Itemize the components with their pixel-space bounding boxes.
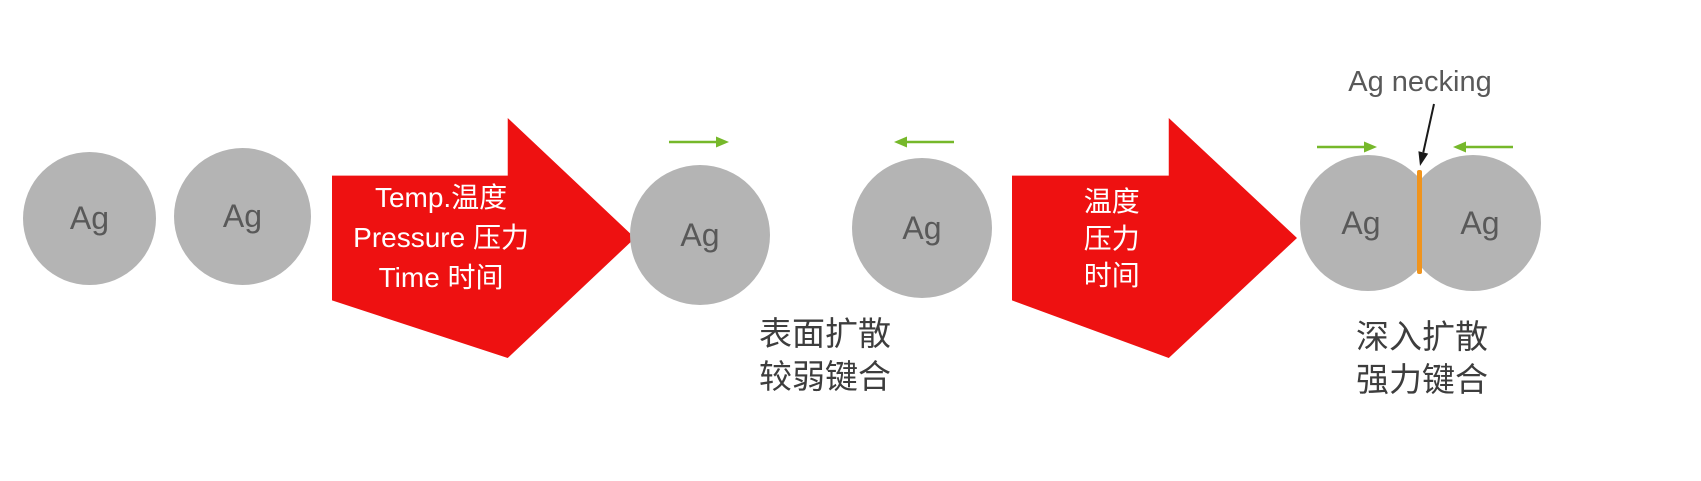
ag-particle-label: Ag: [680, 216, 720, 253]
ag-particle: Ag: [1405, 155, 1541, 291]
stage-caption: 深入扩散 强力键合: [1297, 315, 1547, 401]
process-condition-line: 压力: [1083, 222, 1140, 254]
process-conditions: Temp.温度 Pressure 压力 Time 时间: [338, 118, 544, 358]
process-condition-line: 温度: [1083, 185, 1140, 217]
ag-particle-label: Ag: [222, 198, 263, 234]
diffusion-arrow-right-icon: [669, 136, 729, 148]
caption-line: 表面扩散: [759, 315, 891, 352]
ag-particle-label: Ag: [1341, 204, 1381, 241]
process-condition-line: Time 时间: [378, 262, 504, 293]
caption-line: 深入扩散: [1356, 318, 1488, 355]
diffusion-arrow-left-icon: [894, 136, 954, 148]
process-condition-line: 时间: [1083, 259, 1140, 291]
caption-line: 强力键合: [1356, 361, 1488, 398]
ag-particle: Ag: [174, 148, 311, 285]
necking-line: [1417, 170, 1422, 274]
ag-particle-label: Ag: [902, 209, 942, 246]
process-arrow-2: 温度 压力 时间: [1012, 118, 1297, 358]
caption-line: 较弱键合: [759, 358, 891, 395]
ag-particle: Ag: [852, 158, 992, 298]
diffusion-arrow-right-icon: [1317, 141, 1377, 153]
ag-particle: Ag: [630, 165, 770, 305]
process-arrow-1: Temp.温度 Pressure 压力 Time 时间: [332, 118, 635, 358]
diffusion-arrow-left-icon: [1453, 141, 1513, 153]
stage-caption: 表面扩散 较弱键合: [700, 312, 950, 398]
process-condition-line: Pressure 压力: [353, 222, 529, 253]
process-condition-line: Temp.温度: [374, 182, 508, 213]
ag-particle-label: Ag: [1460, 204, 1500, 241]
process-conditions: 温度 压力 时间: [1029, 118, 1194, 358]
annotation-arrow-icon: [1418, 103, 1435, 166]
ag-particle: Ag: [23, 152, 156, 285]
necking-label: Ag necking: [1348, 66, 1492, 98]
ag-particle-label: Ag: [69, 200, 110, 236]
